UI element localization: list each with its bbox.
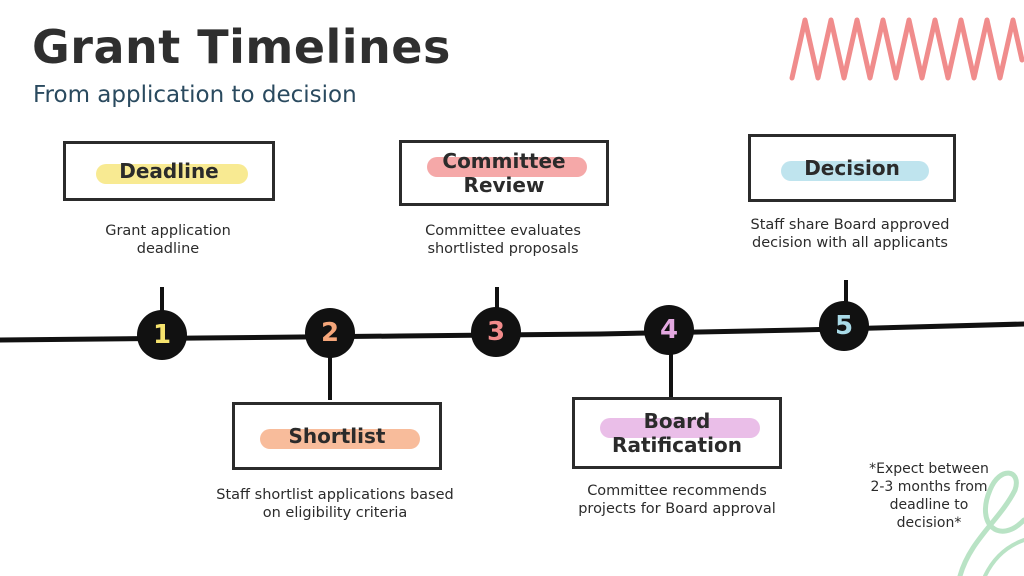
step-5-box: Decision — [748, 134, 956, 202]
step-4-highlight — [600, 418, 760, 438]
step-3-title: Committee Review — [442, 149, 566, 197]
step-2-title: Shortlist — [288, 424, 386, 448]
step-4-title: Board Ratification — [612, 409, 742, 457]
step-2-highlight — [260, 429, 420, 449]
step-4-box: Board Ratification — [572, 397, 782, 469]
page-subtitle: From application to decision — [33, 82, 357, 108]
step-5-node: 5 — [819, 301, 869, 351]
step-5-title: Decision — [804, 156, 900, 180]
step-2-node: 2 — [305, 308, 355, 358]
step-3-highlight — [427, 157, 587, 177]
step-1-number: 1 — [152, 320, 172, 350]
step-5-highlight — [781, 161, 929, 181]
step-1-node: 1 — [137, 310, 187, 360]
step-2-description: Staff shortlist applications based on el… — [216, 487, 454, 521]
swirl-decoration — [957, 470, 1024, 576]
step-5-description: Staff share Board approved decision with… — [750, 217, 950, 251]
page-title: Grant Timelines — [32, 20, 451, 74]
step-1-title: Deadline — [119, 159, 219, 183]
step-5-number: 5 — [834, 311, 854, 341]
step-4-node: 4 — [644, 305, 694, 355]
step-3-box: Committee Review — [399, 140, 609, 206]
step-4-number: 4 — [659, 315, 679, 345]
zigzag-decoration — [789, 17, 1024, 81]
step-1-description: Grant application deadline — [105, 223, 231, 257]
step-3-node: 3 — [471, 307, 521, 357]
step-3-number: 3 — [486, 317, 506, 347]
step-2-box: Shortlist — [232, 402, 442, 470]
step-3-description: Committee evaluates shortlisted proposal… — [425, 223, 581, 257]
step-1-box: Deadline — [63, 141, 275, 201]
duration-note: *Expect between 2-3 months from deadline… — [869, 461, 989, 531]
step-2-number: 2 — [320, 318, 340, 348]
step-1-highlight — [96, 164, 248, 184]
step-4-description: Committee recommends projects for Board … — [578, 483, 776, 517]
